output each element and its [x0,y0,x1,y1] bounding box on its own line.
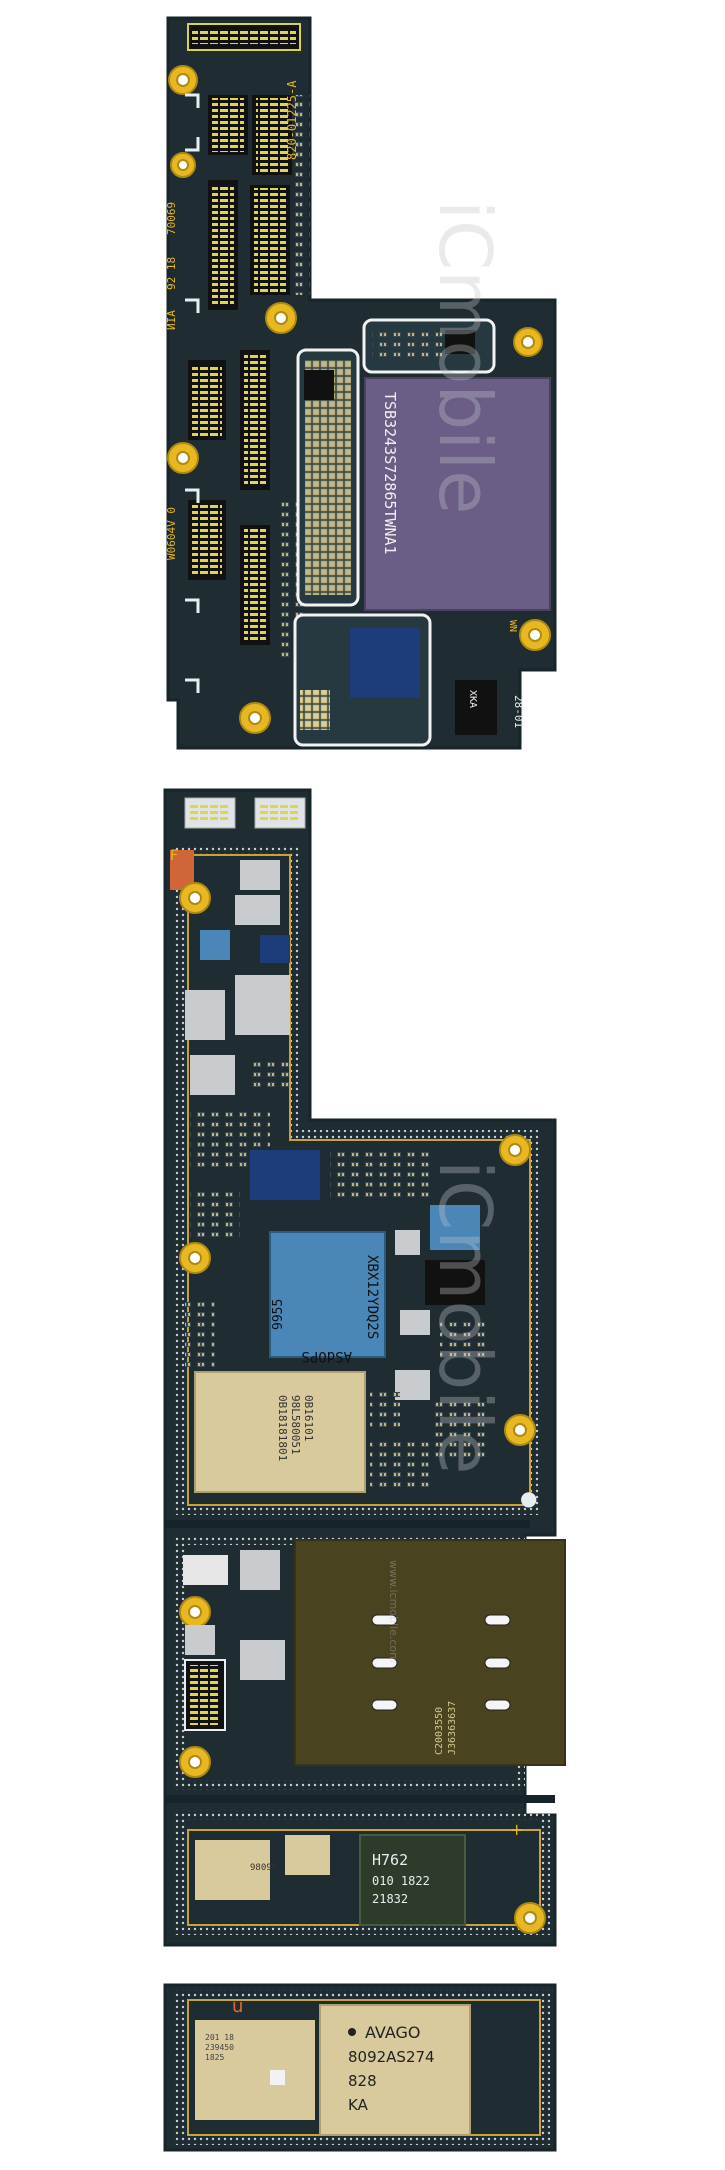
sim-text-1: C2003550 [434,1707,445,1755]
board-label-5: W0604V 0 [165,507,178,560]
modem-text-1: H762 [372,1851,408,1869]
nand-text-1: 0B16101 [302,1395,315,1441]
flash-text: 9809X [250,1863,278,1873]
board-label-3: 92 18 [165,257,178,290]
screw-holes-upper [167,65,551,734]
board-label-6: 28-01 [512,695,525,728]
cpu-text-2: ASdOPS [301,1348,352,1364]
plus-mark: + [510,1820,523,1839]
watermark-brand: iCmobile [423,200,507,514]
avago-chip [319,2004,471,2136]
watermark-url: www.icmobile.com [387,1560,400,1663]
avago-line-2: 8092AS274 [348,2048,435,2066]
nand-chip [194,1371,366,1493]
flex-connectors [188,95,292,645]
sim-tray [294,1539,566,1766]
bracket-marks [185,93,200,693]
corner-label-f: F [170,848,178,864]
board-logo-text: XKA [467,690,478,708]
nand-text-2: 98L580051 [289,1395,302,1455]
board-label-1: 820-01225-A [285,80,299,160]
sim-contacts [371,1614,511,1711]
blue-chip-upper [350,628,420,698]
watermark-brand-2: iCmobile [423,1160,507,1474]
upper-board: TSB3243S72865TWNA1 820-01225-A 70069 92 … [165,16,557,750]
small-module-text-3: 1825 [205,2053,224,2062]
avago-line-4: KA [348,2096,369,2114]
small-module-text-1: 201 18 [205,2033,234,2042]
sim-text-2: J36363637 [447,1701,458,1755]
avago-line-1: AVAGO [365,2023,421,2042]
modem-text-2: 010 1822 [372,1874,430,1888]
small-module-chip [195,2020,315,2120]
lower-board: XBX12YDQ2S ASdOPS 9955 0B16101 98L580051… [163,788,566,2036]
cpu-chip [269,1231,386,1358]
corner-label-u: u [232,1996,243,2017]
modem-text-3: 21832 [372,1892,408,1906]
board-label-7: WN [507,620,518,632]
bottom-board: u 201 18 239450 1825 AVAGO 8092AS274 828… [163,1983,557,2152]
cpu-text-3: 9955 [271,1299,286,1330]
cpu-text-1: XBX12YDQ2S [364,1255,380,1339]
apple-logo-mark: ● [520,1486,537,1510]
board-label-2: 70069 [165,202,178,235]
avago-line-3: 828 [348,2072,377,2090]
small-module-text-2: 239450 [205,2043,234,2052]
watermark: iCmobile iCmobile www.icmobile.com [387,200,507,1663]
purple-memory-chip [364,377,551,611]
board-label-4: ИІА [165,310,178,330]
nand-text-3: 0B18181801 [276,1395,289,1461]
purple-chip-text: TSB3243S72865TWNA1 [381,392,399,555]
